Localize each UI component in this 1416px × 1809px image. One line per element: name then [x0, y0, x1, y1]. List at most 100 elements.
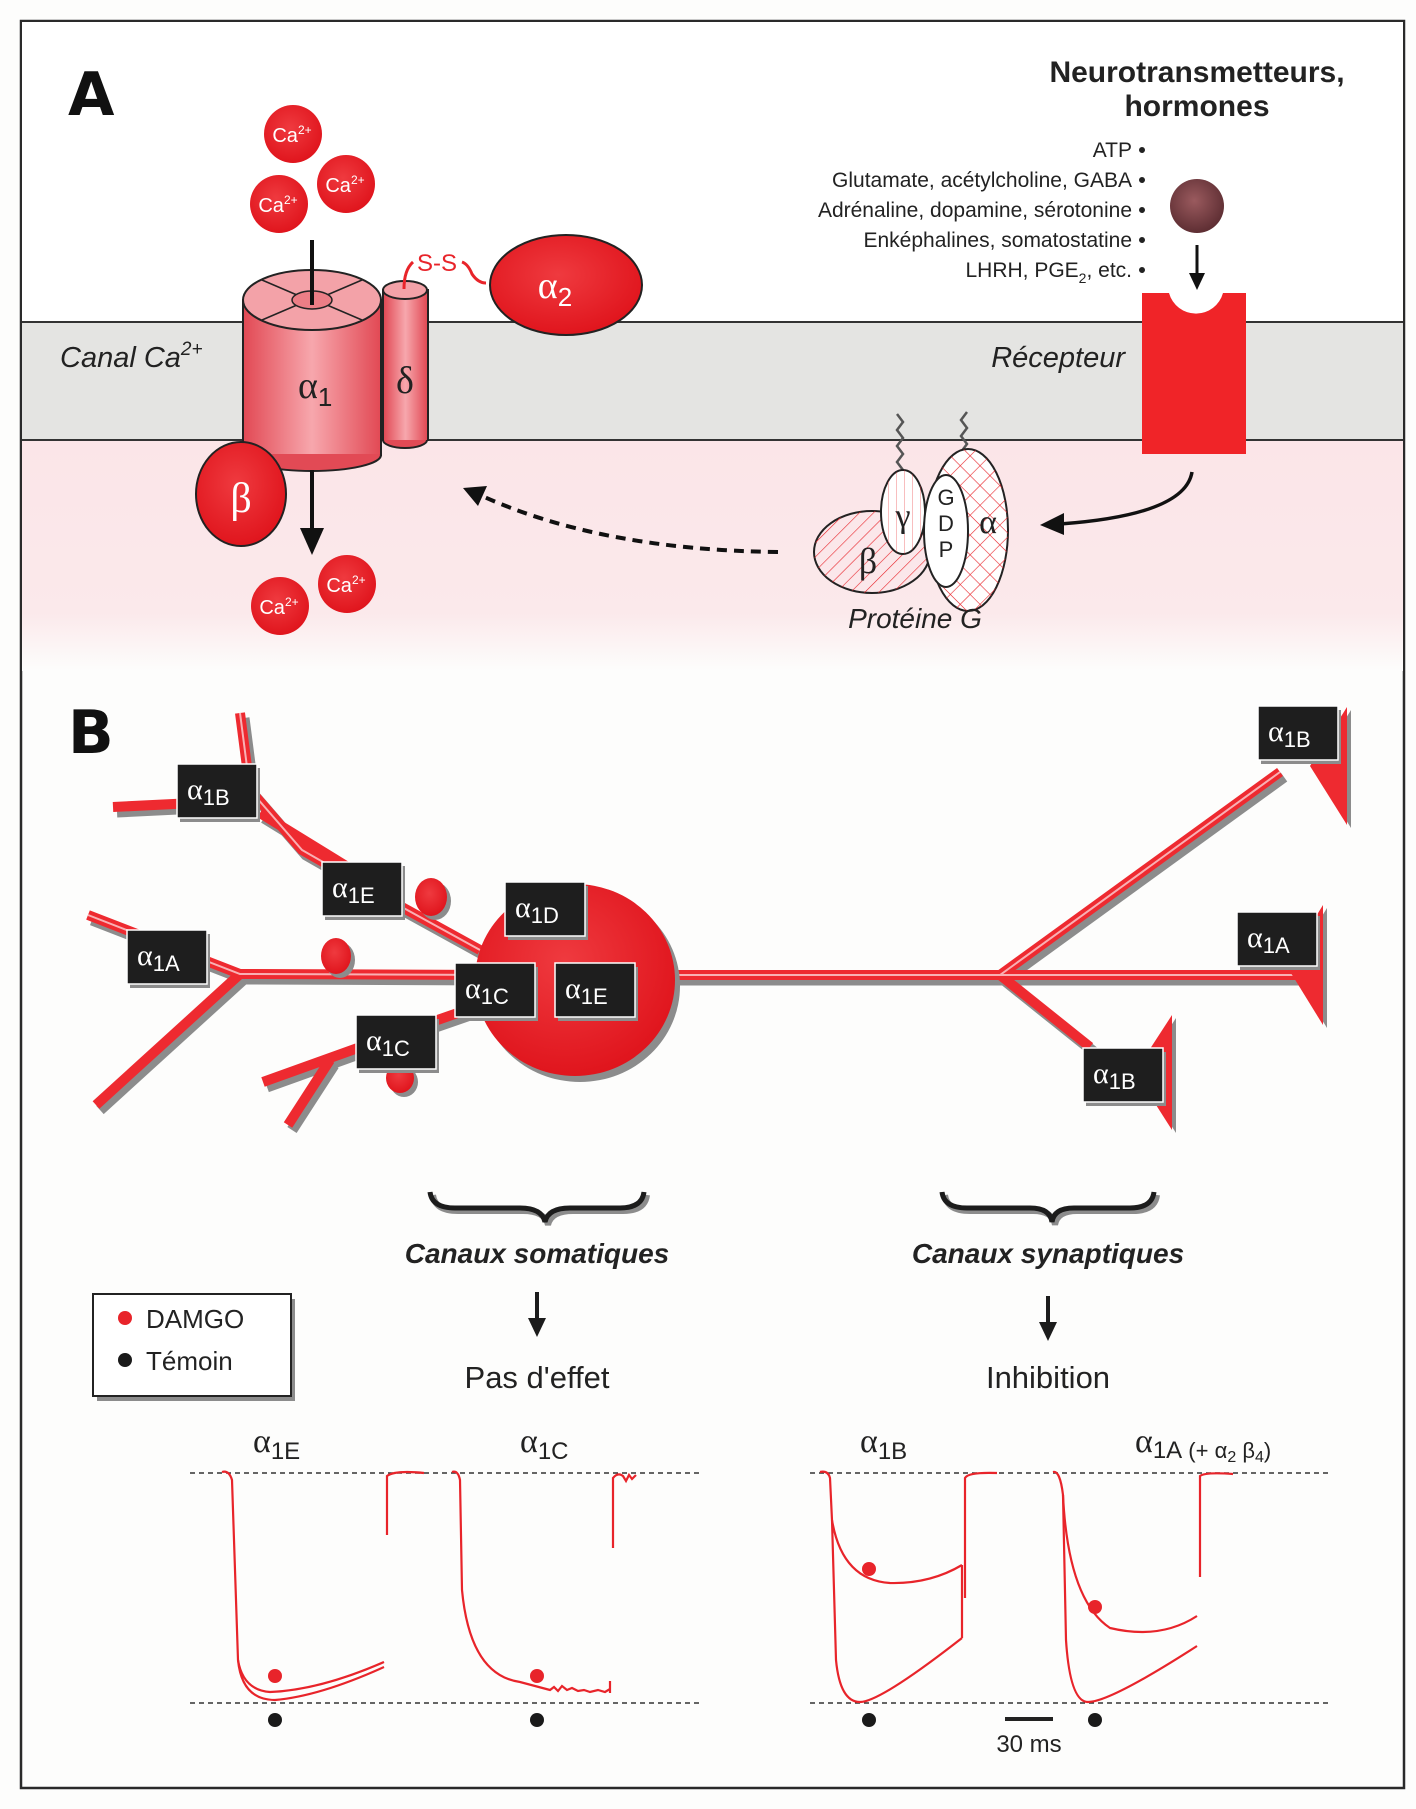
calcium-ion: Ca2+: [251, 577, 309, 635]
channel-tag-1d: α1D: [504, 881, 588, 940]
disulfide-label: S-S: [417, 250, 457, 277]
channel-tag-label: α1A: [137, 939, 180, 976]
svg-text:δ: δ: [396, 360, 414, 402]
somatic-brace: [427, 1191, 647, 1223]
influx-arrowhead: [300, 528, 324, 555]
trace-title: α1E: [253, 1423, 300, 1465]
svg-text:γ: γ: [894, 498, 910, 535]
ligand-molecule-icon: [1170, 179, 1224, 233]
svg-text:Ca2+: Ca2+: [325, 173, 364, 197]
legend-damgo: DAMGO: [146, 1304, 244, 1334]
control-marker: [530, 1713, 544, 1727]
activation-arrowhead: [1040, 513, 1064, 535]
svg-text:β: β: [230, 476, 251, 522]
control-swatch: [118, 1353, 132, 1367]
control-marker: [1088, 1713, 1102, 1727]
svg-text:Ca2+: Ca2+: [258, 193, 297, 217]
synaptic-arrowhead: [1039, 1322, 1057, 1341]
channel-tag-1e: α1E: [554, 962, 638, 1021]
control-marker: [268, 1713, 282, 1727]
receptor-label: Récepteur: [991, 342, 1126, 374]
g-protein: β γ G D P α: [813, 411, 1009, 612]
beta-subunit: β: [195, 441, 287, 547]
trace-title: α1B: [860, 1423, 907, 1465]
binding-arrowhead: [1189, 273, 1205, 290]
control-marker: [862, 1713, 876, 1727]
alpha1-subunit: α1: [242, 269, 382, 472]
trace-alpha1B: [819, 1470, 998, 1704]
calcium-ion: Ca2+: [318, 555, 376, 613]
g-protein-label: Protéine G: [848, 603, 982, 634]
svg-text:D: D: [938, 511, 954, 536]
trace-alpha1C: [451, 1470, 637, 1694]
channel-tag-1a: α1A: [126, 929, 210, 988]
channel-tag-label: α1E: [565, 972, 608, 1009]
ligand-item: Adrénaline, dopamine, sérotonine: [818, 199, 1132, 222]
channel-tag-1b: α1B: [1082, 1047, 1166, 1106]
figure-frame: [19, 19, 1406, 1790]
dendritic-spine: [321, 938, 355, 978]
panel-a-label: A: [68, 60, 115, 130]
calcium-ion: Ca2+: [264, 105, 322, 163]
ligand-item: Enképhalines, somatostatine: [864, 229, 1133, 252]
ligand-item: LHRH, PGE2, etc.: [965, 259, 1132, 286]
ligand-item: Glutamate, acétylcholine, GABA: [832, 169, 1132, 192]
damgo-marker: [530, 1669, 544, 1683]
channel-tag-label: α1D: [515, 891, 559, 928]
disulfide-bond: [402, 260, 487, 290]
damgo-marker: [862, 1562, 876, 1576]
channel-tag-label: α1E: [332, 871, 375, 908]
channel-tag-1b: α1B: [176, 763, 260, 822]
channel-tag-1c: α1C: [355, 1014, 439, 1073]
svg-text:Ca2+: Ca2+: [272, 123, 311, 147]
dendritic-spine: [415, 878, 451, 920]
channel-tag-label: α1B: [187, 773, 230, 810]
legend: DAMGO Témoin: [92, 1293, 295, 1401]
damgo-marker: [1088, 1600, 1102, 1614]
ligand-list: ATP Glutamate, acétylcholine, GABA Adrén…: [818, 139, 1145, 286]
legend-control: Témoin: [146, 1346, 233, 1376]
channel-tag-label: α1C: [465, 972, 509, 1009]
receptor: [1142, 293, 1246, 454]
synaptic-effect: Inhibition: [986, 1360, 1110, 1395]
svg-text:Ca2+: Ca2+: [259, 595, 298, 619]
channel-tag-label: α1A: [1247, 921, 1290, 958]
svg-text:P: P: [939, 537, 954, 562]
trace-title: α1A (+ α2 β4): [1135, 1423, 1271, 1466]
modulation-arrowhead: [463, 486, 487, 506]
extracellular-space: [22, 22, 1403, 322]
channel-tag-1e: α1E: [321, 861, 405, 920]
channel-tag-label: α1B: [1093, 1057, 1136, 1094]
activation-arrow: [1059, 471, 1194, 526]
ligands-title-2: hormones: [1124, 90, 1269, 123]
scale-bar-label: 30 ms: [996, 1731, 1061, 1758]
somatic-arrowhead: [528, 1318, 546, 1337]
ligand-item: ATP: [1093, 139, 1132, 162]
svg-text:G: G: [937, 485, 954, 510]
channel-tag-label: α1B: [1268, 715, 1311, 752]
ligands-title: Neurotransmetteurs,: [1049, 56, 1344, 89]
channel-tag-label: α1C: [366, 1024, 410, 1061]
synaptic-group-label: Canaux synaptiques: [912, 1238, 1184, 1269]
channel-label: Canal Ca2+: [60, 339, 203, 374]
delta-subunit: δ: [382, 280, 429, 449]
svg-text:α: α: [979, 504, 997, 541]
alpha2-subunit: α2: [489, 234, 643, 336]
svg-text:Ca2+: Ca2+: [326, 573, 365, 597]
calcium-ion: Ca2+: [317, 155, 375, 213]
trace-title: α1C: [520, 1423, 569, 1465]
svg-text:α1: α1: [298, 365, 332, 412]
channel-tag-1b: α1B: [1257, 705, 1341, 764]
channel-tag-1a: α1A: [1236, 911, 1320, 970]
synaptic-brace: [939, 1191, 1157, 1223]
calcium-ion: Ca2+: [250, 175, 308, 233]
trace-alpha1E: [221, 1470, 425, 1702]
somatic-group-label: Canaux somatiques: [405, 1238, 670, 1269]
svg-text:β: β: [859, 541, 877, 581]
svg-text:α2: α2: [538, 265, 572, 312]
panel-b-label: B: [68, 698, 114, 768]
damgo-swatch: [118, 1311, 132, 1325]
channel-tag-1c: α1C: [454, 962, 538, 1021]
damgo-marker: [268, 1669, 282, 1683]
